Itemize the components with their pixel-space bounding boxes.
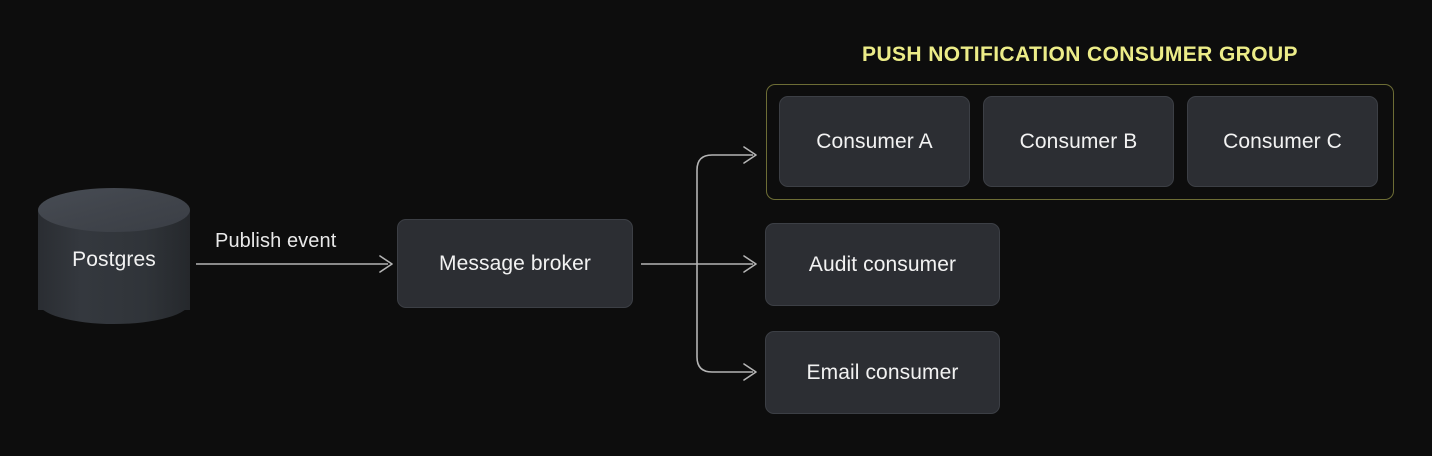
node-consumer-b[interactable]: Consumer B: [983, 96, 1174, 187]
node-consumer-a-label: Consumer A: [816, 129, 933, 153]
node-consumer-a[interactable]: Consumer A: [779, 96, 970, 187]
push-notification-consumer-group: [766, 84, 1394, 200]
node-audit-consumer[interactable]: Audit consumer: [765, 223, 1000, 306]
node-email-consumer-label: Email consumer: [806, 360, 959, 384]
edge-publish-event: [196, 255, 393, 273]
node-consumer-b-label: Consumer B: [1019, 129, 1138, 153]
node-message-broker[interactable]: Message broker: [397, 219, 633, 308]
node-consumer-c-label: Consumer C: [1223, 129, 1342, 153]
node-consumer-c[interactable]: Consumer C: [1187, 96, 1378, 187]
edge-broker-to-audit-consumer: [697, 255, 757, 273]
edge-label-publish-event: Publish event: [215, 230, 337, 252]
node-postgres-label: Postgres: [72, 248, 156, 271]
node-message-broker-label: Message broker: [439, 251, 591, 275]
node-audit-consumer-label: Audit consumer: [808, 252, 957, 276]
consumer-group-title: PUSH NOTIFICATION CONSUMER GROUP: [862, 43, 1298, 66]
edge-broker-to-email-consumer: [696, 264, 757, 381]
node-postgres-database[interactable]: Postgres: [38, 188, 190, 332]
cylinder-top-ellipse: [38, 188, 190, 232]
node-email-consumer[interactable]: Email consumer: [765, 331, 1000, 414]
cylinder-bottom-ellipse: [38, 280, 190, 324]
edge-broker-to-consumer-group: [696, 146, 757, 264]
